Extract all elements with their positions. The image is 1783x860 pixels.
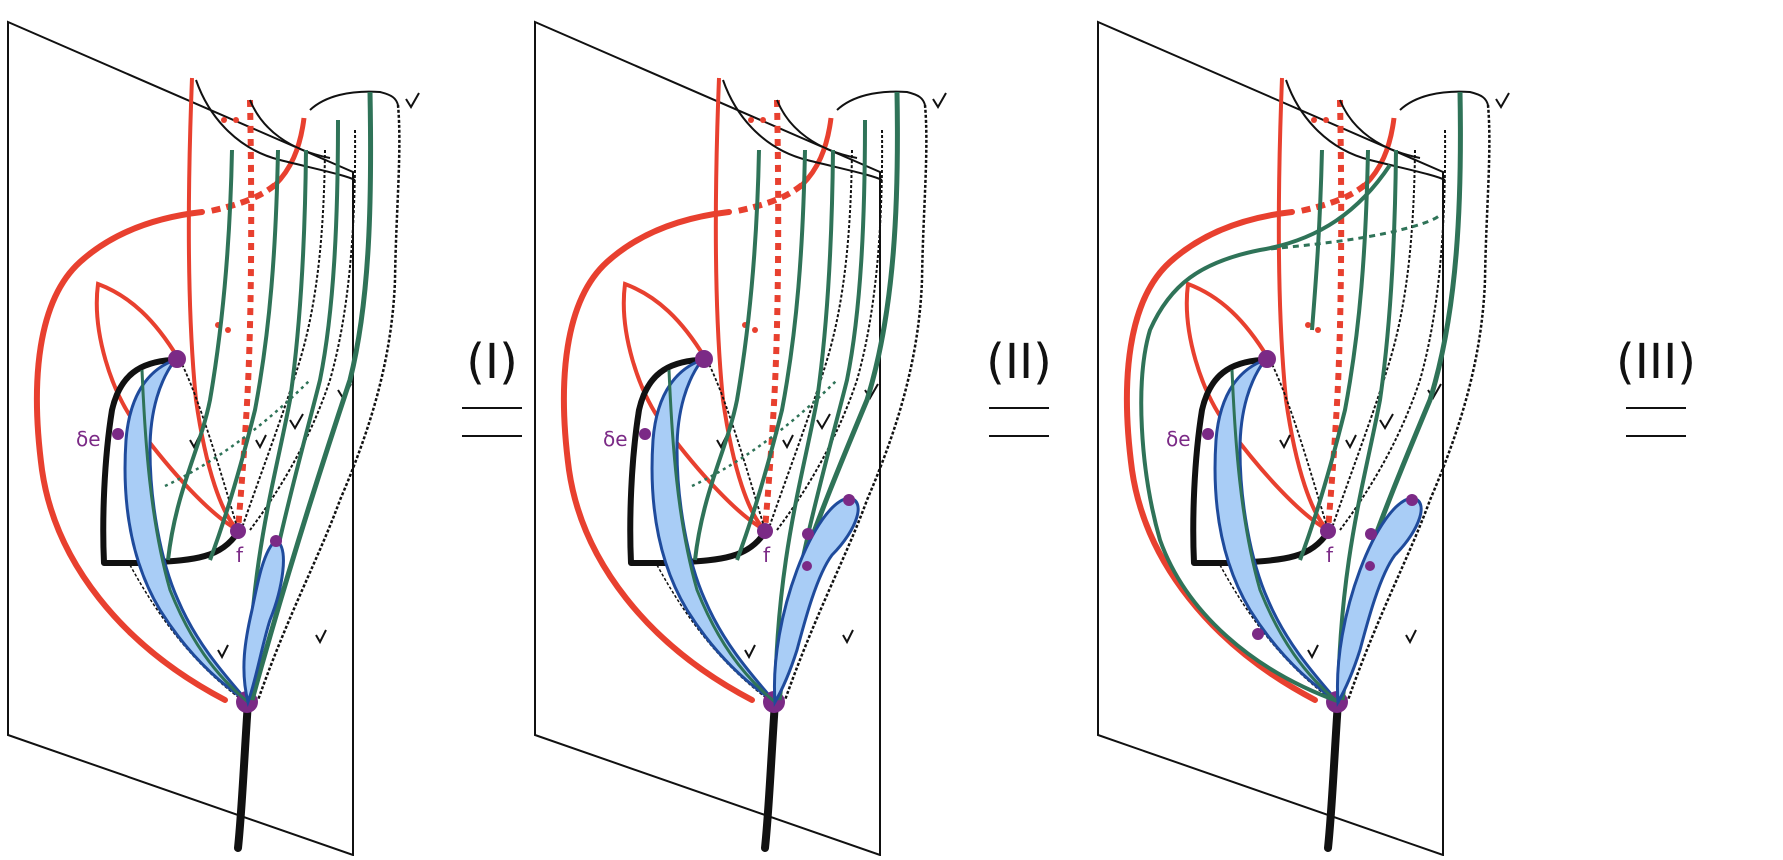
green-loop-dashed — [1259, 213, 1442, 252]
green-strand — [166, 149, 234, 561]
de-label: δe — [76, 427, 101, 451]
f-label: f — [1326, 543, 1334, 567]
f-label: f — [763, 543, 771, 567]
de-label: δe — [1166, 427, 1191, 451]
step-label: (II) — [986, 334, 1052, 390]
green-strand — [1310, 149, 1324, 331]
green-loop — [1139, 163, 1392, 704]
green-strand — [667, 369, 776, 704]
purple-node-crossing — [802, 528, 814, 540]
green-strand — [1230, 369, 1339, 704]
equals-mask — [1545, 398, 1620, 446]
panel-2: (II) δe f v — [0, 0, 1052, 855]
purple-node-petal — [843, 494, 855, 506]
purple-node-crossing — [802, 561, 812, 571]
blue-petal — [242, 538, 285, 708]
panel-3: (III) δe f v — [91, 0, 1696, 855]
step-label: (I) — [466, 334, 518, 390]
purple-node-petal — [1406, 494, 1418, 506]
step-label: (III) — [1616, 334, 1696, 390]
blue-petal — [1336, 496, 1423, 707]
step-label-text: (II) — [986, 334, 1052, 390]
green-strand-dotted — [164, 379, 311, 488]
green-strand-dotted — [691, 379, 838, 488]
purple-node-crossing — [1365, 561, 1375, 571]
f-label: f — [236, 543, 244, 567]
green-strand — [208, 149, 280, 561]
de-label: δe — [603, 427, 628, 451]
green-strand — [1336, 149, 1398, 701]
purple-node-crossing — [1252, 628, 1264, 640]
panel-1: (I) δe f v — [0, 0, 522, 855]
purple-node-petal — [270, 535, 282, 547]
green-strand — [773, 149, 835, 701]
blue-petal — [773, 496, 860, 707]
purple-node-crossing — [1365, 528, 1377, 540]
step-label-text: (III) — [1616, 334, 1696, 390]
green-strand — [249, 91, 374, 701]
green-strand — [735, 149, 807, 561]
green-strand — [140, 369, 249, 704]
green-strand — [693, 149, 761, 561]
step-label-text: (I) — [466, 334, 518, 390]
green-strand — [1298, 149, 1370, 561]
